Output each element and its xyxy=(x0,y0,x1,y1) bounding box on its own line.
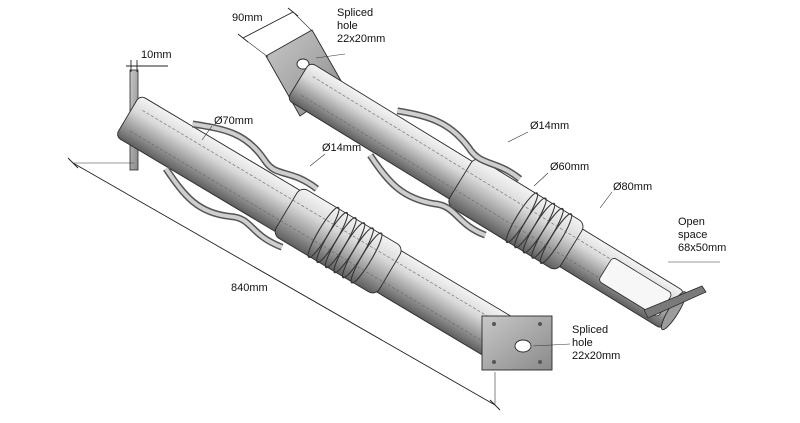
right-thread xyxy=(505,192,573,264)
outer-sleeve-diameter-label: Ø80mm xyxy=(613,181,652,193)
plate-width-label: 90mm xyxy=(232,12,263,24)
bar-diameter-left-label: Ø14mm xyxy=(322,142,361,154)
bar-diameter-right-label: Ø14mm xyxy=(530,120,569,132)
spliced-hole-left-label: Spliced hole 22x20mm xyxy=(572,324,620,362)
open-space-label: Open space 68x50mm xyxy=(678,216,726,254)
right-pipe xyxy=(288,63,687,331)
dimension-lines xyxy=(67,7,720,411)
pipe-outer-diameter-label: Ø70mm xyxy=(214,115,253,127)
left-pipe xyxy=(117,96,520,363)
plate-thickness-label: 10mm xyxy=(141,49,172,61)
right-coupler xyxy=(265,29,707,331)
left-thread xyxy=(307,206,383,284)
total-length-label: 840mm xyxy=(231,282,268,294)
inner-tube-diameter-label: Ø60mm xyxy=(550,161,589,173)
left-bottom-plate xyxy=(481,315,553,371)
left-coupler xyxy=(117,69,553,371)
spliced-hole-right-label: Spliced hole 22x20mm xyxy=(337,7,385,45)
right-end-plate xyxy=(643,285,707,319)
